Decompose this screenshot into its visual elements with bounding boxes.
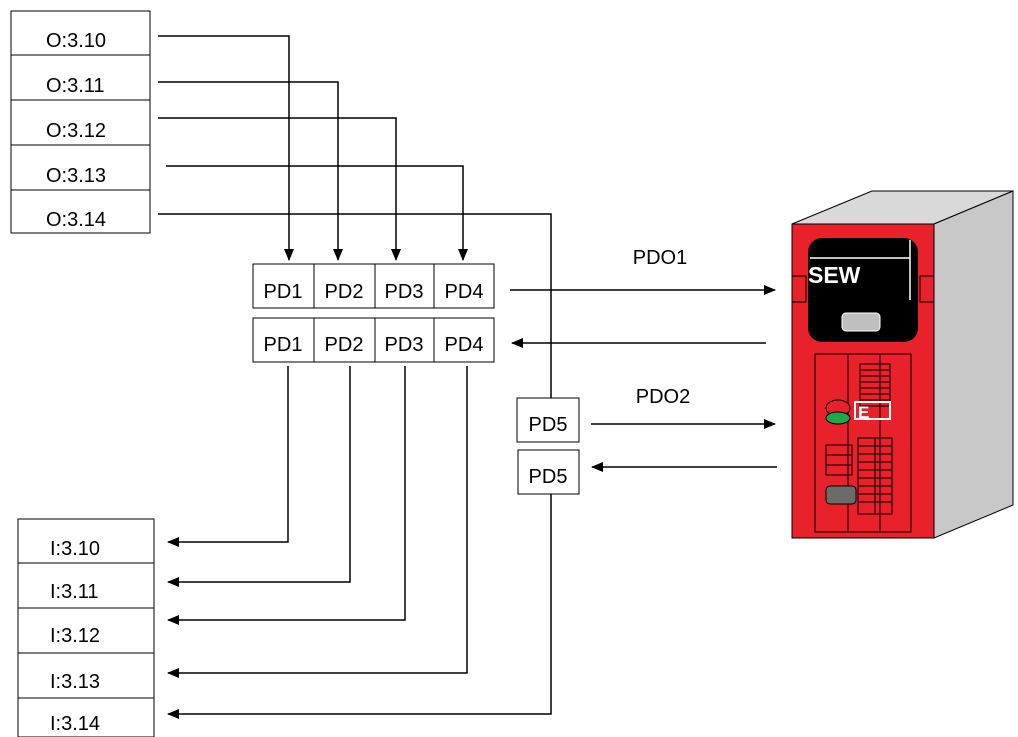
wire-arrow (168, 366, 350, 582)
input-word-label: I:3.12 (50, 625, 100, 647)
pd-label: PD2 (325, 281, 364, 303)
wire-arrow (166, 166, 463, 260)
pd-label: PD3 (385, 334, 424, 356)
pd-label: PD4 (445, 281, 484, 303)
brand-logo: SEW (808, 262, 861, 288)
device-keypad-button (826, 486, 856, 504)
input-word-list: I:3.10 I:3.11 I:3.12 I:3.13 I:3.14 (18, 519, 154, 737)
wire-arrow (168, 366, 288, 542)
wire-arrow (168, 366, 467, 673)
wire-arrow (168, 494, 551, 714)
input-word-label: I:3.13 (50, 671, 100, 693)
output-word-list: O:3.10 O:3.11 O:3.12 O:3.13 O:3.14 (11, 11, 150, 233)
pd-input-row: PD1 PD2 PD3 PD4 (253, 318, 494, 362)
pd-output-row: PD1 PD2 PD3 PD4 (253, 264, 494, 308)
pd-label: PD5 (529, 466, 568, 488)
input-word-label: I:3.10 (50, 538, 100, 560)
pd-label: PD5 (529, 414, 568, 436)
output-word-label: O:3.10 (46, 30, 106, 52)
wire-arrow (158, 36, 289, 260)
pd-label: PD2 (325, 334, 364, 356)
input-wires (168, 366, 551, 714)
pd-label: PD3 (385, 281, 424, 303)
output-word-label: O:3.11 (46, 75, 105, 97)
display-window (842, 313, 880, 331)
pd5-output: PD5 (517, 398, 579, 442)
pd-label: PD4 (445, 334, 484, 356)
pd-label: PD1 (264, 334, 303, 356)
output-word-label: O:3.14 (46, 209, 106, 231)
pd-label: PD1 (264, 281, 303, 303)
sew-drive-device: SEW (792, 191, 1013, 538)
pd5-input: PD5 (518, 450, 579, 494)
output-word-label: O:3.12 (46, 120, 106, 142)
pdo2-label: PDO2 (636, 386, 690, 408)
device-side-face (934, 191, 1013, 538)
pdo1-label: PDO1 (633, 247, 687, 269)
output-word-label: O:3.13 (46, 165, 106, 187)
input-word-label: I:3.11 (50, 581, 99, 603)
fault-indicator-letter: E (858, 403, 869, 422)
status-led-green (826, 412, 850, 424)
wire-arrow (158, 118, 396, 260)
input-word-label: I:3.14 (50, 713, 100, 735)
wire-arrow (158, 82, 338, 260)
